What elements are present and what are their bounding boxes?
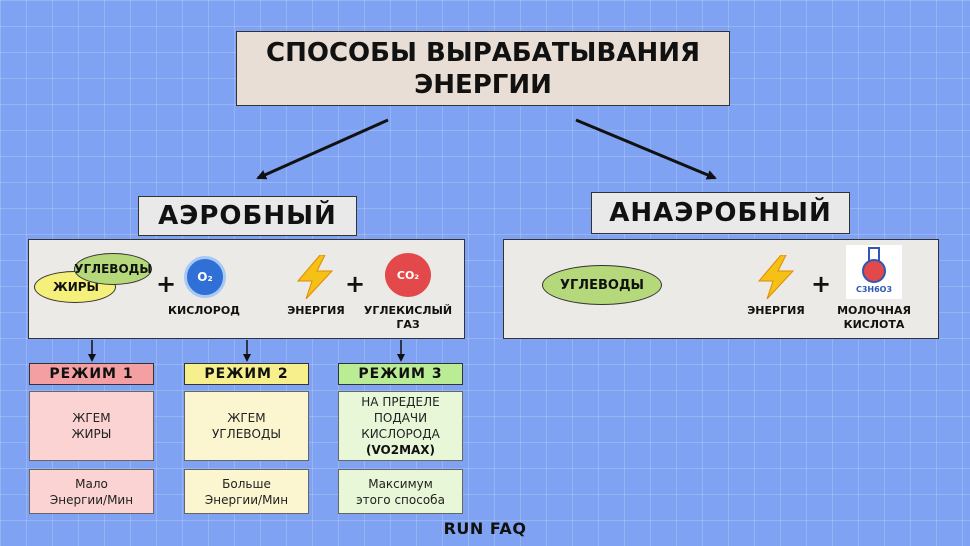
lactic-acid-label-line-1: МОЛОЧНАЯ — [837, 304, 911, 317]
anaerobic-carbs-ellipse: УГЛЕВОДЫ — [542, 265, 662, 305]
mode-3-result-line: этого способа — [356, 492, 445, 507]
mode-1-label: РЕЖИМ 1 — [49, 366, 134, 382]
arrow-to-anaerobic — [575, 118, 717, 180]
oxygen-icon: O₂ — [184, 256, 226, 298]
mode-2-result-line: Энергии/Мин — [204, 492, 289, 507]
plus-sign-2: + — [344, 270, 366, 298]
oxygen-symbol: O₂ — [197, 270, 213, 284]
mode-1-desc-line: ЖИРЫ — [71, 427, 112, 441]
mode-1-desc-line: ЖГЕМ — [72, 411, 111, 425]
energy-bolt-icon-anaerobic — [757, 255, 795, 299]
energy-label-aerobic: ЭНЕРГИЯ — [287, 304, 345, 317]
title-line-2: ЭНЕРГИИ — [414, 69, 552, 100]
plus-sign-1: + — [155, 270, 177, 298]
mode-2-desc-line: ЖГЕМ — [227, 411, 266, 425]
lactic-acid-symbol: C3H6O3 — [855, 285, 893, 294]
lactic-acid-label-line-2: КИСЛОТА — [843, 318, 905, 331]
mode-3-description: НА ПРЕДЕЛЕ ПОДАЧИ КИСЛОРОДА (VO2MAX) — [338, 391, 463, 461]
oxygen-label: КИСЛОРОД — [168, 304, 240, 317]
flask-shape — [862, 247, 886, 283]
energy-bolt-icon — [296, 255, 334, 299]
mode-1-result-line: Мало — [75, 476, 108, 491]
mode-1-description: ЖГЕМ ЖИРЫ — [29, 391, 154, 461]
anaerobic-label: АНАЭРОБНЫЙ — [591, 192, 850, 234]
co2-label: УГЛЕКИСЛЫЙ ГАЗ — [355, 304, 461, 332]
fats-label: ЖИРЫ — [53, 280, 99, 294]
mode-3-desc-line: ПОДАЧИ — [373, 411, 428, 425]
mode-3-desc-line-bold: (VO2MAX) — [365, 443, 436, 457]
mode-2-desc-line: УГЛЕВОДЫ — [212, 427, 281, 441]
mode-1-result: Мало Энергии/Мин — [29, 469, 154, 514]
mode-3-desc-line: НА ПРЕДЕЛЕ — [361, 395, 440, 409]
mode-3-header: РЕЖИМ 3 — [338, 363, 463, 385]
co2-label-line-2: ГАЗ — [396, 318, 420, 331]
mode-1-result-line: Энергии/Мин — [49, 492, 134, 507]
page-title: СПОСОБЫ ВЫРАБАТЫВАНИЯ ЭНЕРГИИ — [236, 31, 730, 106]
mode-3-result-line: Максимум — [368, 476, 433, 491]
anaerobic-carbs-label: УГЛЕВОДЫ — [560, 277, 644, 293]
arrow-to-aerobic — [256, 118, 389, 180]
title-line-1: СПОСОБЫ ВЫРАБАТЫВАНИЯ — [266, 37, 700, 68]
footer-brand: RUN FAQ — [443, 518, 527, 538]
mode-2-result: Больше Энергии/Мин — [184, 469, 309, 514]
mode-2-header: РЕЖИМ 2 — [184, 363, 309, 385]
carbs-ellipse: УГЛЕВОДЫ — [74, 253, 152, 285]
co2-cloud-icon: CO₂ — [385, 253, 431, 297]
mode-3-label: РЕЖИМ 3 — [358, 366, 443, 382]
co2-label-line-1: УГЛЕКИСЛЫЙ — [363, 304, 453, 317]
mode-1-header: РЕЖИМ 1 — [29, 363, 154, 385]
co2-symbol: CO₂ — [396, 268, 420, 282]
mode-2-description: ЖГЕМ УГЛЕВОДЫ — [184, 391, 309, 461]
aerobic-label: АЭРОБНЫЙ — [138, 196, 357, 236]
energy-label-anaerobic: ЭНЕРГИЯ — [747, 304, 805, 317]
mode-2-label: РЕЖИМ 2 — [204, 366, 289, 382]
carbs-label: УГЛЕВОДЫ — [74, 262, 152, 276]
lactic-acid-flask-icon: C3H6O3 — [846, 245, 902, 299]
plus-sign-3: + — [810, 270, 832, 298]
mode-3-result: Максимум этого способа — [338, 469, 463, 514]
lactic-acid-label: МОЛОЧНАЯ КИСЛОТА — [818, 304, 930, 332]
mode-3-desc-line: КИСЛОРОДА — [361, 427, 440, 441]
mode-2-result-line: Больше — [222, 476, 271, 491]
